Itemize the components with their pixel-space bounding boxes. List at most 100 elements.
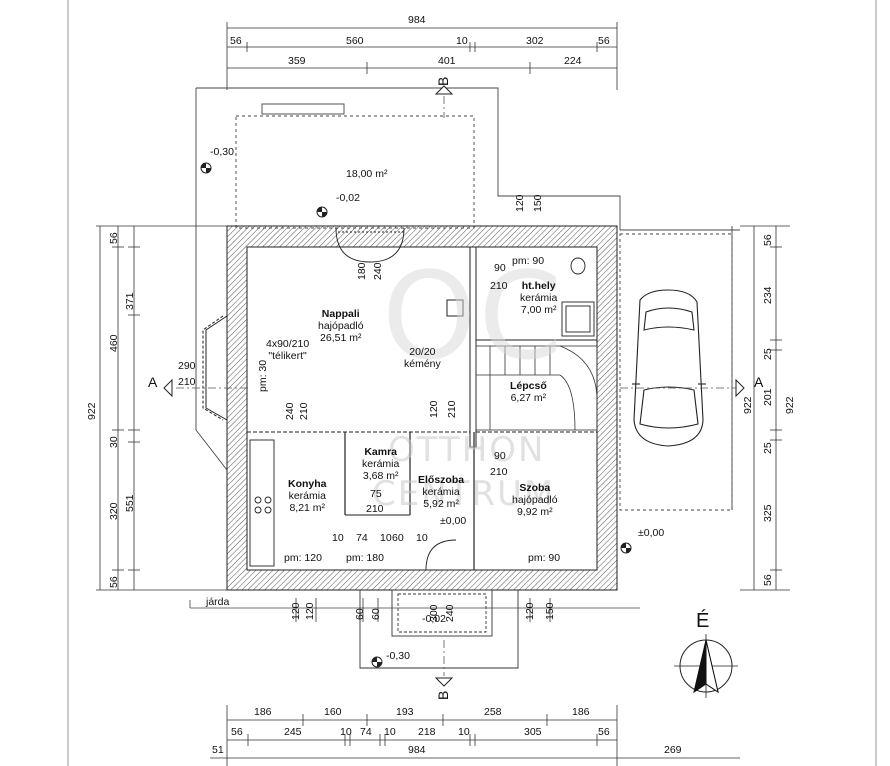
chimney bbox=[446, 299, 464, 317]
room-nappali: Nappali hajópadló 26,51 m² bbox=[318, 308, 364, 344]
room-eloszoba-area: 5,92 m² bbox=[423, 498, 459, 510]
room-konyha-name: Konyha bbox=[288, 478, 327, 490]
bottom-open-120b: 120 bbox=[304, 602, 316, 620]
dim-left-mid-7: 320 bbox=[108, 502, 120, 520]
dim-right-6: 56 bbox=[762, 574, 774, 586]
dim-bottom-row2-0: 56 bbox=[231, 726, 243, 738]
room-lepcso: Lépcső 6,27 m² bbox=[510, 380, 547, 404]
opening-210b: 210 bbox=[298, 402, 310, 420]
bottom-open-240: 240 bbox=[444, 604, 456, 622]
bathroom-fixtures bbox=[561, 257, 595, 337]
bottom-dimension-lines bbox=[210, 705, 740, 766]
dim-left-mid-3: 290 bbox=[178, 360, 196, 372]
carport bbox=[619, 226, 733, 511]
room-eloszoba: Előszoba kerámia 5,92 m² bbox=[418, 474, 464, 510]
top-dimension-lines bbox=[226, 22, 618, 90]
room-szoba: Szoba hajópadló 9,92 m² bbox=[512, 482, 558, 518]
dim-bottom-row2-1: 245 bbox=[284, 726, 302, 738]
room-ht-hely-name: ht.hely bbox=[521, 280, 556, 292]
dim-bottom-row1-3: 258 bbox=[484, 706, 502, 718]
room-szoba-area: 9,92 m² bbox=[516, 506, 553, 518]
dim-bottom-row1-1: 160 bbox=[324, 706, 342, 718]
dim-right-922a: 922 bbox=[742, 396, 754, 414]
dim-bottom-row1-2: 193 bbox=[396, 706, 414, 718]
room-kamra-name: Kamra bbox=[364, 446, 398, 458]
level-ground: ±0,00 bbox=[440, 515, 467, 527]
right-dimension-lines bbox=[740, 225, 790, 591]
room-kamra: Kamra kerámia 3,68 m² bbox=[362, 446, 399, 482]
dim-right-3: 201 bbox=[762, 388, 774, 406]
room-kamra-area: 3,68 m² bbox=[362, 470, 399, 482]
level-terrace: -0,30 bbox=[210, 146, 234, 158]
room-eloszoba-floor: kerámia bbox=[422, 486, 460, 498]
dim-left-mid-0: 56 bbox=[108, 232, 120, 244]
section-a-right: A bbox=[754, 374, 764, 390]
opening-210a: 210 bbox=[490, 280, 508, 292]
telikert-size: 4x90/210 bbox=[266, 338, 310, 350]
dim-bottom-total: 984 bbox=[408, 744, 426, 756]
dim-right-2: 25 bbox=[762, 348, 774, 360]
opening-10a: 10 bbox=[332, 532, 344, 544]
stairs bbox=[475, 345, 598, 431]
terrace-dim-150: 150 bbox=[532, 194, 544, 212]
opening-75: 75 bbox=[370, 488, 382, 500]
room-szoba-floor: hajópadló bbox=[512, 494, 558, 506]
section-lines bbox=[176, 96, 736, 676]
dim-bottom-row2-3: 74 bbox=[360, 726, 372, 738]
kitchen-counter bbox=[249, 439, 275, 567]
dim-bottom-row1-0: 186 bbox=[254, 706, 272, 718]
dim-right-922b: 922 bbox=[784, 396, 796, 414]
kemeny-size: 20/20 bbox=[409, 346, 436, 358]
room-kamra-floor: kerámia bbox=[362, 458, 400, 470]
dim-left-mid-2: 460 bbox=[108, 334, 120, 352]
kemeny: 20/20 kémény bbox=[404, 346, 441, 370]
opening-90a: 90 bbox=[494, 262, 506, 274]
left-dimension-lines bbox=[96, 225, 240, 591]
telikert: 4x90/210 "télikert" bbox=[266, 338, 309, 362]
dim-left-mid-1: 371 bbox=[124, 292, 136, 310]
dim-bottom-left: 51 bbox=[212, 744, 224, 756]
opening-90b: 90 bbox=[494, 450, 506, 462]
level-terrace2: -0,02 bbox=[336, 192, 360, 204]
watermark-line2: CENTRUM bbox=[372, 474, 556, 514]
room-ht-hely: ht.hely kerámia 7,00 m² bbox=[520, 280, 557, 316]
dim-bottom-row2-7: 305 bbox=[524, 726, 542, 738]
opening-pm90b: pm: 90 bbox=[528, 552, 561, 564]
level-markers bbox=[200, 162, 632, 668]
opening-210d: 210 bbox=[490, 466, 508, 478]
opening-180: 180 bbox=[356, 262, 368, 280]
section-a-left: A bbox=[148, 374, 158, 390]
bottom-open-120a: 120 bbox=[290, 602, 302, 620]
level-ground2: ±0,00 bbox=[638, 527, 665, 539]
room-konyha: Konyha kerámia 8,21 m² bbox=[288, 478, 327, 514]
bottom-open-150: 150 bbox=[544, 602, 556, 620]
room-lepcso-area: 6,27 m² bbox=[510, 392, 547, 404]
watermark-line1: OTTHON bbox=[388, 430, 546, 470]
jarda-label: járda bbox=[206, 596, 230, 608]
room-konyha-floor: kerámia bbox=[288, 490, 326, 502]
dim-top-row1-0: 56 bbox=[230, 35, 242, 47]
opening-240b: 240 bbox=[284, 402, 296, 420]
dim-left-mid-4: 210 bbox=[178, 376, 196, 388]
dim-top-row2-1: 401 bbox=[438, 55, 456, 67]
opening-74: 74 bbox=[356, 532, 368, 544]
dim-right-4: 25 bbox=[762, 442, 774, 454]
room-nappali-name: Nappali bbox=[321, 308, 360, 320]
north-label: É bbox=[696, 610, 710, 632]
kemeny-name: kémény bbox=[404, 358, 441, 370]
section-b-bottom: B bbox=[435, 690, 451, 700]
opening-pm120: pm: 120 bbox=[284, 552, 322, 564]
level-entry: -0,02 bbox=[422, 613, 446, 625]
opening-120a: 120 bbox=[428, 400, 440, 418]
level-front: -0,30 bbox=[386, 650, 410, 662]
terrace-area: 18,00 m² bbox=[346, 168, 388, 180]
doors bbox=[335, 227, 460, 571]
opening-pm90a: pm: 90 bbox=[512, 255, 545, 267]
dim-top-row2-2: 224 bbox=[564, 55, 582, 67]
dim-right-0: 56 bbox=[762, 234, 774, 246]
room-nappali-area: 26,51 m² bbox=[320, 332, 362, 344]
dim-left-outer: 922 bbox=[86, 402, 98, 420]
bottom-open-300: 300 bbox=[428, 604, 440, 622]
dim-top-row1-3: 302 bbox=[526, 35, 544, 47]
